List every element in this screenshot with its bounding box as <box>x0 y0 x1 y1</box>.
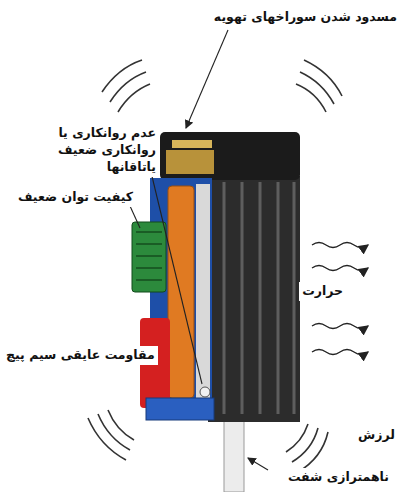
leader-lines <box>130 30 268 470</box>
fan-cover <box>160 132 300 180</box>
vibration-label: لرزش <box>355 426 398 445</box>
heat-label: حرارت <box>299 282 346 301</box>
bearing-label: عدم روانکاری یا روانکاری ضعیف یاتاقانها <box>3 124 159 177</box>
cooling-fins <box>224 182 294 414</box>
insulation-label: مقاومت عایقی سیم پیچ <box>3 346 158 365</box>
vent-label: مسدود شدن سوراخهای تهویه <box>211 8 400 27</box>
motor-body <box>208 176 300 422</box>
bearing <box>200 387 210 397</box>
winding <box>132 222 166 292</box>
fan-blade <box>172 140 212 148</box>
power-label: کیفیت توان ضعیف <box>15 188 136 207</box>
fan <box>166 150 214 174</box>
bottom-end-cap <box>146 398 214 420</box>
vibration-arcs <box>88 60 342 472</box>
shaft <box>224 418 244 492</box>
winding-lines <box>136 232 162 280</box>
misalignment-label: ناهمترازی شفت <box>285 468 392 487</box>
rotor <box>168 186 194 398</box>
stator-core <box>196 184 210 404</box>
